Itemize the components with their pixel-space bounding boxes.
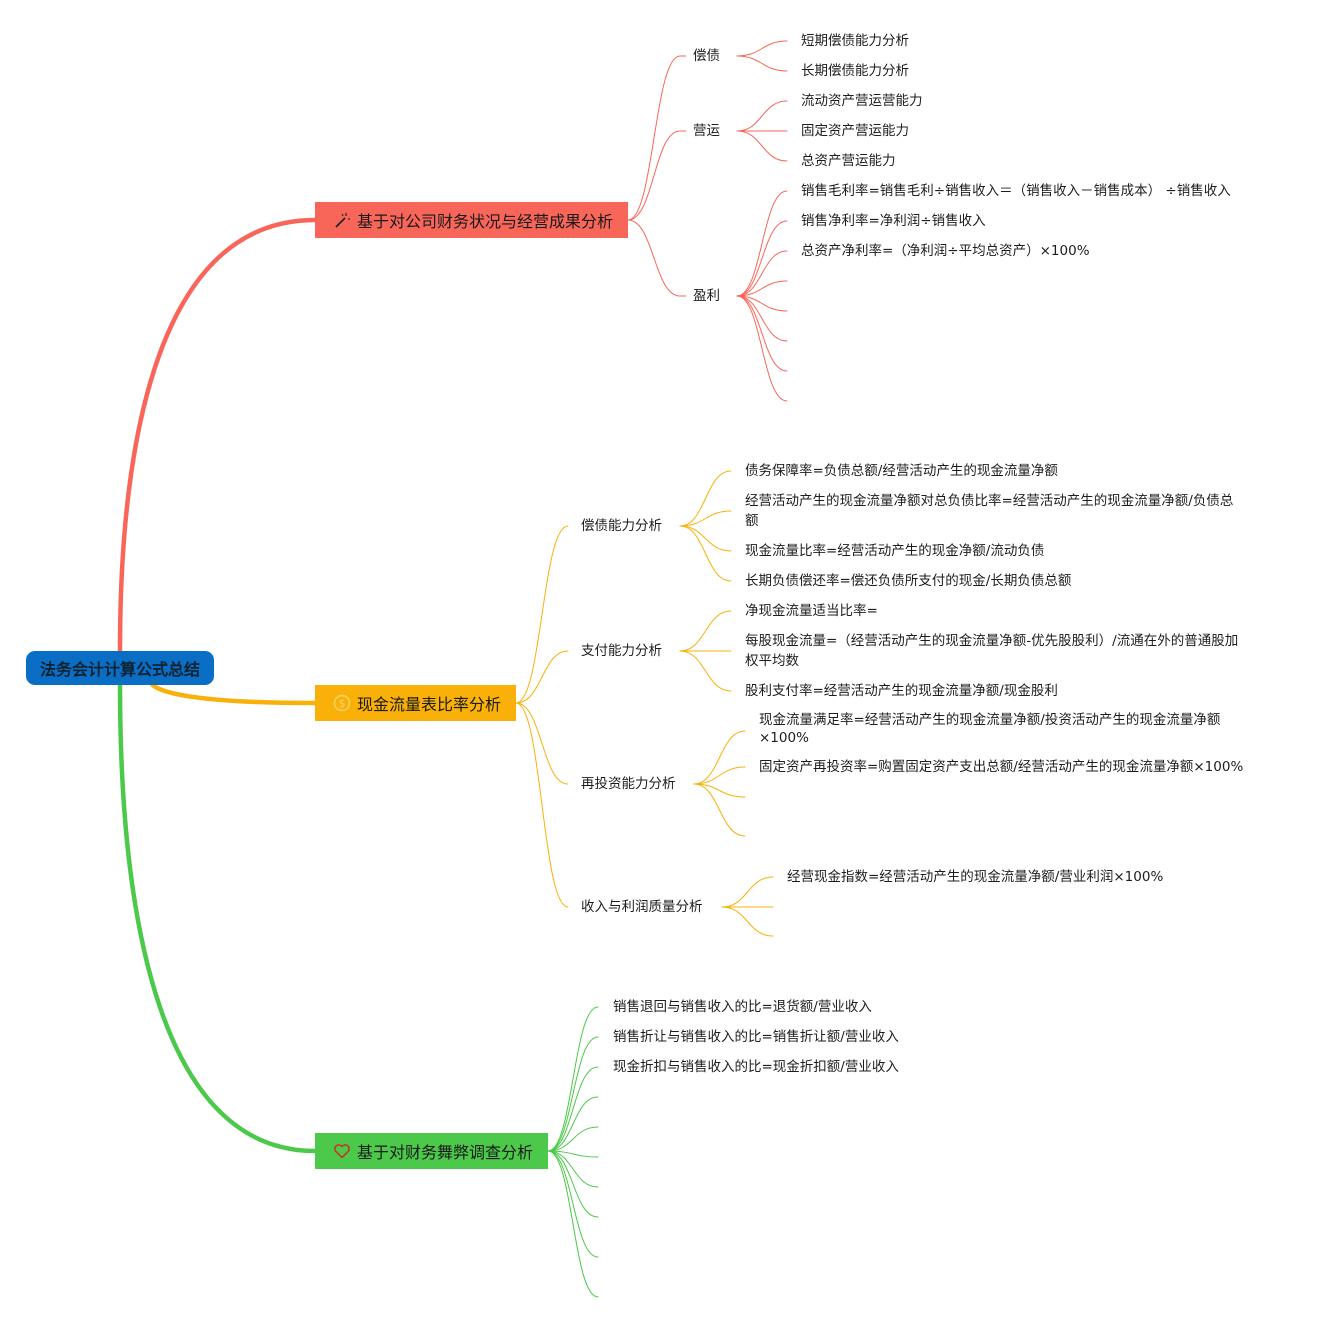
leaf-item[interactable]: 经营活动产生的现金流量净额对总负债比率=经营活动产生的现金流量净额/负债总额 bbox=[745, 493, 1234, 529]
leaf-connector bbox=[547, 1126, 599, 1152]
leaf-connector bbox=[693, 766, 746, 785]
sub-connector bbox=[627, 130, 681, 221]
leaf-connector bbox=[679, 510, 732, 527]
leaf-item[interactable]: 净现金流量适当比率= bbox=[745, 603, 878, 619]
root-to-branch-green bbox=[117, 682, 318, 1154]
leaf-connector bbox=[679, 525, 732, 552]
leaf-item[interactable]: 销售折让与销售收入的比=销售折让额/营业收入 bbox=[613, 1029, 899, 1045]
branch-financial-status[interactable]: 基于对公司财务状况与经营成果分析 bbox=[315, 202, 628, 238]
leaf-item[interactable]: 固定资产再投资率=购置固定资产支出总额/经营活动产生的现金流量净额×100% bbox=[759, 759, 1244, 775]
leaf-connector bbox=[547, 1096, 599, 1152]
leaf-connector bbox=[736, 295, 788, 342]
leaf-connector bbox=[721, 876, 774, 908]
branch-title: 基于对公司财务状况与经营成果分析 bbox=[357, 212, 614, 231]
leaf-item[interactable]: 短期偿债能力分析 bbox=[801, 33, 909, 49]
sub-connector bbox=[515, 702, 569, 785]
sub-connector bbox=[515, 525, 569, 704]
magic-wand-icon bbox=[335, 213, 350, 228]
root-node[interactable]: 法务会计计算公式总结 bbox=[26, 651, 214, 685]
dollar-icon: $ bbox=[333, 694, 351, 712]
leaf-connector bbox=[693, 730, 746, 785]
sub-label-profit[interactable]: 盈利 bbox=[693, 288, 720, 304]
leaf-item[interactable]: 总资产净利率=（净利润÷平均总资产）×100% bbox=[801, 243, 1090, 259]
leaf-connector bbox=[736, 280, 788, 297]
leaf-connector bbox=[736, 130, 788, 162]
leaf-item[interactable]: 固定资产营运能力 bbox=[801, 123, 909, 139]
sub-label-reinvest-ability[interactable]: 再投资能力分析 bbox=[581, 776, 676, 792]
leaf-connector bbox=[736, 295, 788, 312]
leaf-item[interactable]: 现金折扣与销售收入的比=现金折扣额/营业收入 bbox=[613, 1059, 899, 1075]
leaf-connector bbox=[547, 1150, 599, 1218]
leaf-connector bbox=[736, 295, 788, 402]
leaf-item[interactable]: 股利支付率=经营活动产生的现金流量净额/现金股利 bbox=[745, 683, 1058, 699]
leaf-connector bbox=[693, 783, 746, 798]
leaf-item[interactable]: 长期偿债能力分析 bbox=[801, 63, 909, 79]
leaf-item[interactable]: 经营现金指数=经营活动产生的现金流量净额/营业利润×100% bbox=[787, 869, 1164, 885]
root-to-branch-red bbox=[117, 217, 318, 654]
branch-cashflow[interactable]: $ 现金流量表比率分析 bbox=[315, 685, 516, 721]
leaf-item[interactable]: 现金流量满足率=经营活动产生的现金流量净额/投资活动产生的现金流量净额×100% bbox=[759, 712, 1221, 746]
leaf-item[interactable]: 长期负债偿还率=偿还负债所支付的现金/长期负债总额 bbox=[745, 573, 1072, 589]
leaf-connector bbox=[547, 1150, 599, 1188]
sub-connector bbox=[515, 650, 569, 704]
root-label: 法务会计计算公式总结 bbox=[39, 660, 200, 679]
leaf-connector bbox=[721, 906, 774, 937]
leaf-item[interactable]: 销售退回与销售收入的比=退货额/营业收入 bbox=[613, 999, 872, 1015]
leaf-connector bbox=[547, 1150, 599, 1258]
leaf-item[interactable]: 现金流量比率=经营活动产生的现金净额/流动负债 bbox=[745, 543, 1045, 559]
leaf-item[interactable]: 总资产营运能力 bbox=[801, 153, 896, 169]
leaf-item[interactable]: 销售净利率=净利润÷销售收入 bbox=[801, 213, 986, 229]
leaf-connector bbox=[547, 1036, 599, 1152]
leaf-connector bbox=[547, 1006, 599, 1152]
leaf-connector bbox=[679, 525, 732, 582]
branch-title: 现金流量表比率分析 bbox=[357, 695, 502, 714]
branch-fraud[interactable]: 基于对财务舞弊调查分析 bbox=[315, 1133, 548, 1169]
sub-label-income-quality[interactable]: 收入与利润质量分析 bbox=[581, 899, 703, 915]
sub-label-solvency[interactable]: 偿债 bbox=[693, 48, 720, 64]
sub-label-payment-ability[interactable]: 支付能力分析 bbox=[581, 643, 662, 659]
leaf-connector bbox=[736, 250, 788, 297]
leaf-connector bbox=[693, 783, 746, 837]
leaf-item[interactable]: 每股现金流量=（经营活动产生的现金流量净额-优先股股利）/流通在外的普通股加权平… bbox=[745, 633, 1239, 669]
svg-text:$: $ bbox=[339, 697, 346, 710]
sub-connector bbox=[627, 55, 681, 221]
leaf-connector bbox=[736, 190, 788, 297]
branch-title: 基于对财务舞弊调查分析 bbox=[357, 1143, 534, 1162]
leaf-connector bbox=[736, 55, 788, 72]
sub-label-debt-ability[interactable]: 偿债能力分析 bbox=[581, 518, 662, 534]
sub-connector bbox=[515, 702, 569, 908]
leaf-connector bbox=[736, 100, 788, 132]
leaf-connector bbox=[736, 40, 788, 57]
leaf-connector bbox=[679, 650, 732, 692]
leaf-connector bbox=[547, 1066, 599, 1152]
leaf-connector bbox=[679, 610, 732, 652]
leaf-connector bbox=[736, 220, 788, 297]
leaf-connector bbox=[679, 470, 732, 527]
leaf-connector bbox=[547, 1150, 599, 1298]
heart-icon bbox=[334, 1144, 350, 1159]
leaf-item[interactable]: 债务保障率=负债总额/经营活动产生的现金流量净额 bbox=[745, 463, 1058, 479]
leaf-item[interactable]: 流动资产营运营能力 bbox=[801, 93, 923, 109]
sub-connector bbox=[627, 219, 681, 297]
sub-label-operation[interactable]: 营运 bbox=[693, 123, 720, 139]
leaf-item[interactable]: 销售毛利率=销售毛利÷销售收入＝（销售收入－销售成本） ÷销售收入 bbox=[801, 183, 1231, 199]
leaf-connector bbox=[736, 295, 788, 372]
